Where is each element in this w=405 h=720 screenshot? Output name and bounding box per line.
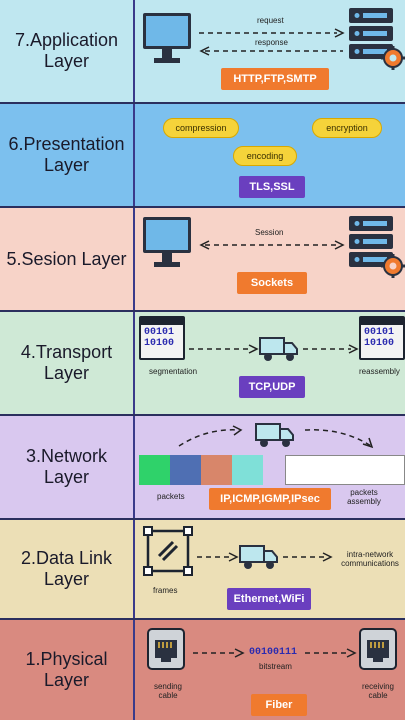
sending-cable-label: sending cable	[153, 682, 183, 700]
packets-label: packets	[157, 492, 185, 501]
segmentation-label: segmentation	[149, 367, 198, 376]
layer-content: frames intra-network communications Ethe…	[137, 520, 405, 618]
protocol-tag: Ethernet,WiFi	[227, 588, 311, 610]
layer-title: 1.Physical Layer	[0, 620, 135, 720]
server-gear-icon	[349, 216, 405, 278]
frame-box-icon	[143, 526, 193, 576]
layer-content: sending cable 00100111 bitstream receivi…	[137, 620, 405, 720]
delivery-truck-icon	[239, 545, 278, 569]
layer-title: 5.Sesion Layer	[0, 208, 135, 310]
frames-arrow	[197, 552, 239, 562]
function-pill: compression	[163, 118, 239, 138]
layer-title: 6.Presentation Layer	[0, 104, 135, 206]
bitstream-value: 00100111	[249, 647, 298, 658]
protocol-tag: TCP,UDP	[239, 376, 305, 398]
packet	[201, 455, 232, 485]
layer-session: 5.Sesion Layer Session Sockets	[0, 208, 405, 312]
protocol-tag: Sockets	[237, 272, 307, 294]
function-pill: encryption	[312, 118, 382, 138]
intra-network-label: intra-network communications	[341, 550, 399, 568]
intra-network-arrow	[283, 552, 333, 562]
delivery-truck-icon	[255, 423, 294, 447]
bitstream-arrow-right	[305, 648, 357, 658]
computer-monitor-icon	[143, 217, 191, 267]
curved-arrow-left	[178, 425, 243, 447]
protocol-tag: TLS,SSL	[239, 176, 305, 198]
layer-physical: 1.Physical Layer sending cable 00100111 …	[0, 620, 405, 720]
packet-strip	[139, 416, 263, 520]
session-arrow	[199, 240, 345, 250]
packets-assembly-box	[285, 455, 405, 485]
protocol-tag: Fiber	[251, 694, 307, 716]
session-label: Session	[255, 228, 284, 237]
layer-content: Session Sockets	[137, 208, 405, 310]
computer-monitor-icon	[143, 13, 191, 63]
packet	[232, 455, 263, 485]
response-arrow	[199, 46, 343, 56]
request-label: request	[257, 16, 284, 25]
packet	[170, 455, 201, 485]
layer-content: request response HTTP,FTP,SMTP	[137, 0, 405, 102]
layer-title: 7.Application Layer	[0, 0, 135, 102]
receiving-cable-label: receiving cable	[361, 682, 394, 700]
frames-label: frames	[153, 586, 178, 595]
curved-arrow-right	[304, 429, 374, 449]
reassembly-arrow	[303, 344, 359, 354]
packets-assembly-label: packets assembly	[347, 488, 381, 506]
bitstream-arrow-left	[193, 648, 245, 658]
layer-data-link: 2.Data Link Layer frames intra-network c…	[0, 520, 405, 620]
response-label: response	[255, 38, 288, 47]
protocol-tag: IP,ICMP,IGMP,IPsec	[209, 488, 331, 510]
layer-application: 7.Application Layer request response HTT…	[0, 0, 405, 104]
packet	[139, 455, 170, 485]
segmentation-arrow	[189, 344, 259, 354]
layer-network: 3.Network Layer packets packets assembly…	[0, 416, 405, 520]
server-gear-icon	[349, 8, 405, 70]
layer-content: packets packets assembly IP,ICMP,IGMP,IP…	[137, 416, 405, 518]
layer-presentation: 6.Presentation Layer compression encrypt…	[0, 104, 405, 208]
request-arrow	[199, 28, 345, 38]
function-pill: encoding	[233, 146, 297, 166]
ethernet-port-icon	[147, 628, 185, 670]
layer-title: 4.Transport Layer	[0, 312, 135, 414]
layer-title: 3.Network Layer	[0, 416, 135, 518]
layer-content: compression encryption encoding TLS,SSL	[137, 104, 405, 206]
bitstream-label: bitstream	[259, 662, 292, 671]
layer-title: 2.Data Link Layer	[0, 520, 135, 618]
delivery-truck-icon	[259, 337, 298, 361]
ethernet-port-icon	[359, 628, 397, 670]
reassembly-label: reassembly	[359, 367, 400, 376]
protocol-tag: HTTP,FTP,SMTP	[221, 68, 329, 90]
